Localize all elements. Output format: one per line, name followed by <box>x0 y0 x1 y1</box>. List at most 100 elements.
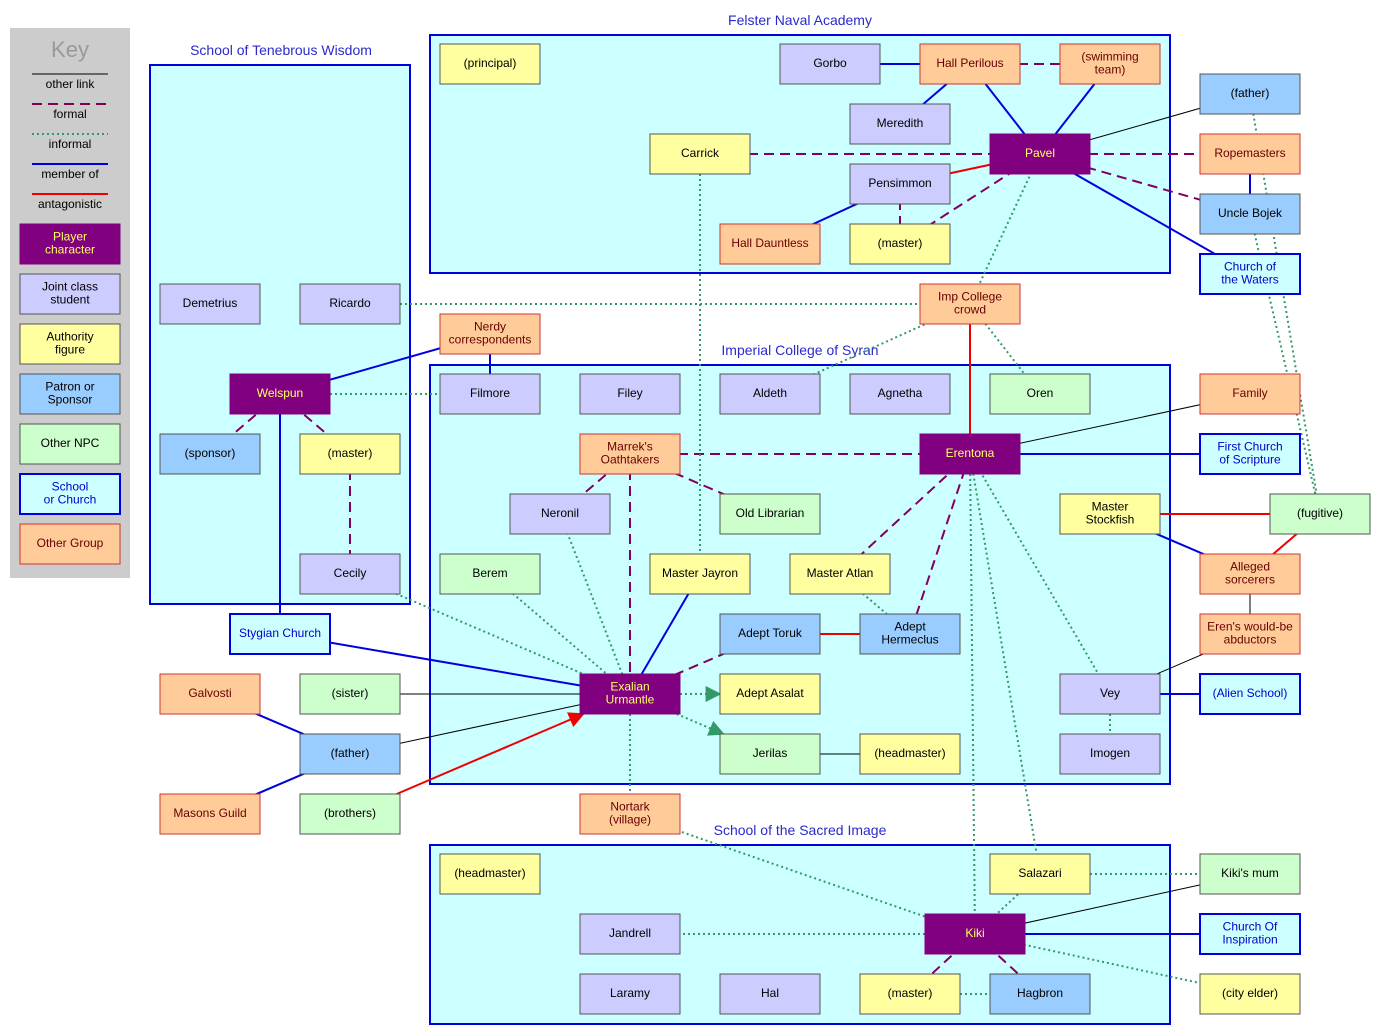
node-label-line: crowd <box>954 303 986 317</box>
node-box-school <box>229 613 331 655</box>
key-box-authority <box>19 323 121 365</box>
node-label: Salazari <box>1018 866 1061 880</box>
key-line-label-member: member of <box>41 167 99 181</box>
node-jayron: Master Jayron <box>649 553 751 595</box>
node-master-sac: (master) <box>859 973 961 1015</box>
node-box-npc <box>989 373 1091 415</box>
node-label: Hal <box>761 986 779 1000</box>
link-antagonistic-brothers-exalian <box>396 712 585 795</box>
node-filey: Filey <box>579 373 681 415</box>
node-label-line: correspondents <box>449 333 532 347</box>
node-label: Agnetha <box>878 386 923 400</box>
node-toruk: Adept Toruk <box>719 613 821 655</box>
node-box-authority <box>439 43 541 85</box>
node-label-line: Master <box>1092 500 1129 514</box>
node-meredith: Meredith <box>849 103 951 145</box>
node-label: Oren <box>1027 386 1054 400</box>
node-label: (master) <box>888 986 933 1000</box>
node-label: Filey <box>617 386 642 400</box>
node-headmaster-sac: (headmaster) <box>439 853 541 895</box>
node-kiki: Kiki <box>924 913 1026 955</box>
node-cecily: Cecily <box>299 553 401 595</box>
key-box-label-student-line: student <box>50 293 90 307</box>
node-box-npc <box>1199 853 1301 895</box>
node-label: Demetrius <box>183 296 238 310</box>
node-label: Meredith <box>877 116 924 130</box>
node-stygian: Stygian Church <box>229 613 331 655</box>
node-label: Master Atlan <box>807 566 874 580</box>
key-box-label-school-line: School <box>52 480 89 494</box>
key-line-label-antagonistic: antagonistic <box>38 197 102 211</box>
node-box-group <box>1199 133 1301 175</box>
node-hallperilous: Hall Perilous <box>919 43 1021 85</box>
node-laramy: Laramy <box>579 973 681 1015</box>
node-label: Jandrell <box>609 926 651 940</box>
node-box-group <box>919 43 1021 85</box>
key-box-label-player-line: Player <box>53 230 87 244</box>
node-family: Family <box>1199 373 1301 415</box>
node-label-line: Church Of <box>1223 920 1278 934</box>
node-principal: (principal) <box>439 43 541 85</box>
node-box-player <box>989 133 1091 175</box>
node-box-student <box>1059 673 1161 715</box>
node-box-authority <box>1199 973 1301 1015</box>
node-master-ten: (master) <box>299 433 401 475</box>
node-vey: Vey <box>1059 673 1161 715</box>
node-box-authority <box>649 133 751 175</box>
region-title-tenebrous: School of Tenebrous Wisdom <box>190 42 372 58</box>
node-label: Family <box>1232 386 1267 400</box>
node-unclebojek: Uncle Bojek <box>1199 193 1301 235</box>
key-box-label-patron-line: Patron or <box>45 380 94 394</box>
node-box-authority <box>849 223 951 265</box>
node-box-school <box>1199 913 1301 955</box>
node-box-player <box>919 433 1021 475</box>
node-box-patron <box>159 433 261 475</box>
node-box-group <box>159 673 261 715</box>
node-label: Ropemasters <box>1214 146 1285 160</box>
node-box-authority <box>989 853 1091 895</box>
link-informal-erentona-salazari <box>969 453 1041 875</box>
link-informal-neronil-exalian <box>559 513 631 695</box>
key-box-label-patron-line: Sponsor <box>48 393 93 407</box>
node-box-group <box>1199 373 1301 415</box>
key-box-label-player-line: character <box>45 243 95 257</box>
node-sister: (sister) <box>299 673 401 715</box>
node-master-fel: (master) <box>849 223 951 265</box>
link-informal-erentona-vey <box>969 453 1111 695</box>
node-box-student <box>299 283 401 325</box>
node-label-line: Nerdy <box>474 320 506 334</box>
region-title-imperial: Imperial College of Syran <box>721 342 878 358</box>
region-title-felster: Felster Naval Academy <box>728 12 872 28</box>
node-label: Aldeth <box>753 386 787 400</box>
node-label: (brothers) <box>324 806 376 820</box>
node-label-line: Nortark <box>610 800 650 814</box>
node-jerilas: Jerilas <box>719 733 821 775</box>
node-label: (principal) <box>464 56 517 70</box>
node-label-line: Alleged <box>1230 560 1270 574</box>
node-box-student <box>719 373 821 415</box>
node-box-npc <box>719 493 821 535</box>
node-label: Gorbo <box>813 56 847 70</box>
node-box-school <box>1199 673 1301 715</box>
node-label-line: team) <box>1095 63 1126 77</box>
node-label: Imogen <box>1090 746 1130 760</box>
node-gorbo: Gorbo <box>779 43 881 85</box>
node-berem: Berem <box>439 553 541 595</box>
node-label-line: Imp College <box>938 290 1002 304</box>
key-box-player <box>19 223 121 265</box>
node-box-npc <box>719 733 821 775</box>
node-box-student <box>579 973 681 1015</box>
node-label: Filmore <box>470 386 510 400</box>
node-father-pavel: (father) <box>1199 73 1301 115</box>
